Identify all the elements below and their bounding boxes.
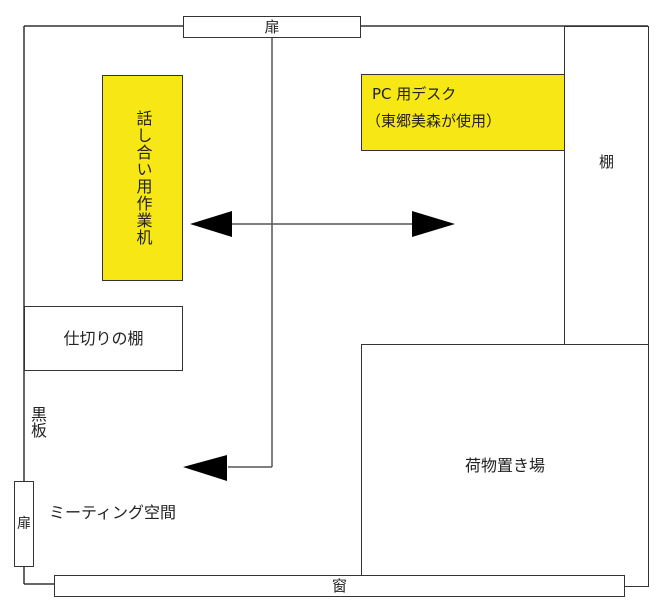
partition-shelf: 仕切りの棚 (24, 306, 183, 371)
partition-shelf-label: 仕切りの棚 (63, 328, 144, 348)
window-bottom: 窗 (54, 575, 625, 597)
arrow-down-left-icon (183, 455, 227, 481)
meeting-desk: 話し合い用作業机 (102, 75, 183, 281)
shelf-right: 棚 (564, 26, 649, 345)
pc-desk-label-line2: （東郷美森が使用） (366, 112, 502, 130)
door-left: 扉 (14, 481, 34, 567)
pc-desk-label-line1: PC 用デスク (372, 85, 457, 103)
storage-area-label: 荷物置き場 (464, 455, 545, 475)
blackboard-label: 黒板 (28, 406, 47, 438)
meeting-space-label: ミーティング空間 (49, 503, 177, 522)
arrow-left-icon (190, 211, 232, 237)
pc-desk: PC 用デスク （東郷美森が使用） (361, 74, 565, 151)
meeting-space: ミーティング空間 (49, 503, 176, 522)
shelf-right-label: 棚 (598, 153, 614, 171)
window-bottom-label: 窗 (331, 576, 347, 595)
door-top: 扉 (183, 16, 361, 38)
blackboard: 黒板 (28, 406, 47, 442)
door-top-label: 扉 (264, 17, 280, 36)
meeting-desk-label: 話し合い用作業机 (133, 110, 153, 246)
door-left-label: 扉 (17, 516, 31, 532)
storage-area: 荷物置き場 (361, 344, 649, 587)
arrow-right-icon (412, 211, 455, 237)
